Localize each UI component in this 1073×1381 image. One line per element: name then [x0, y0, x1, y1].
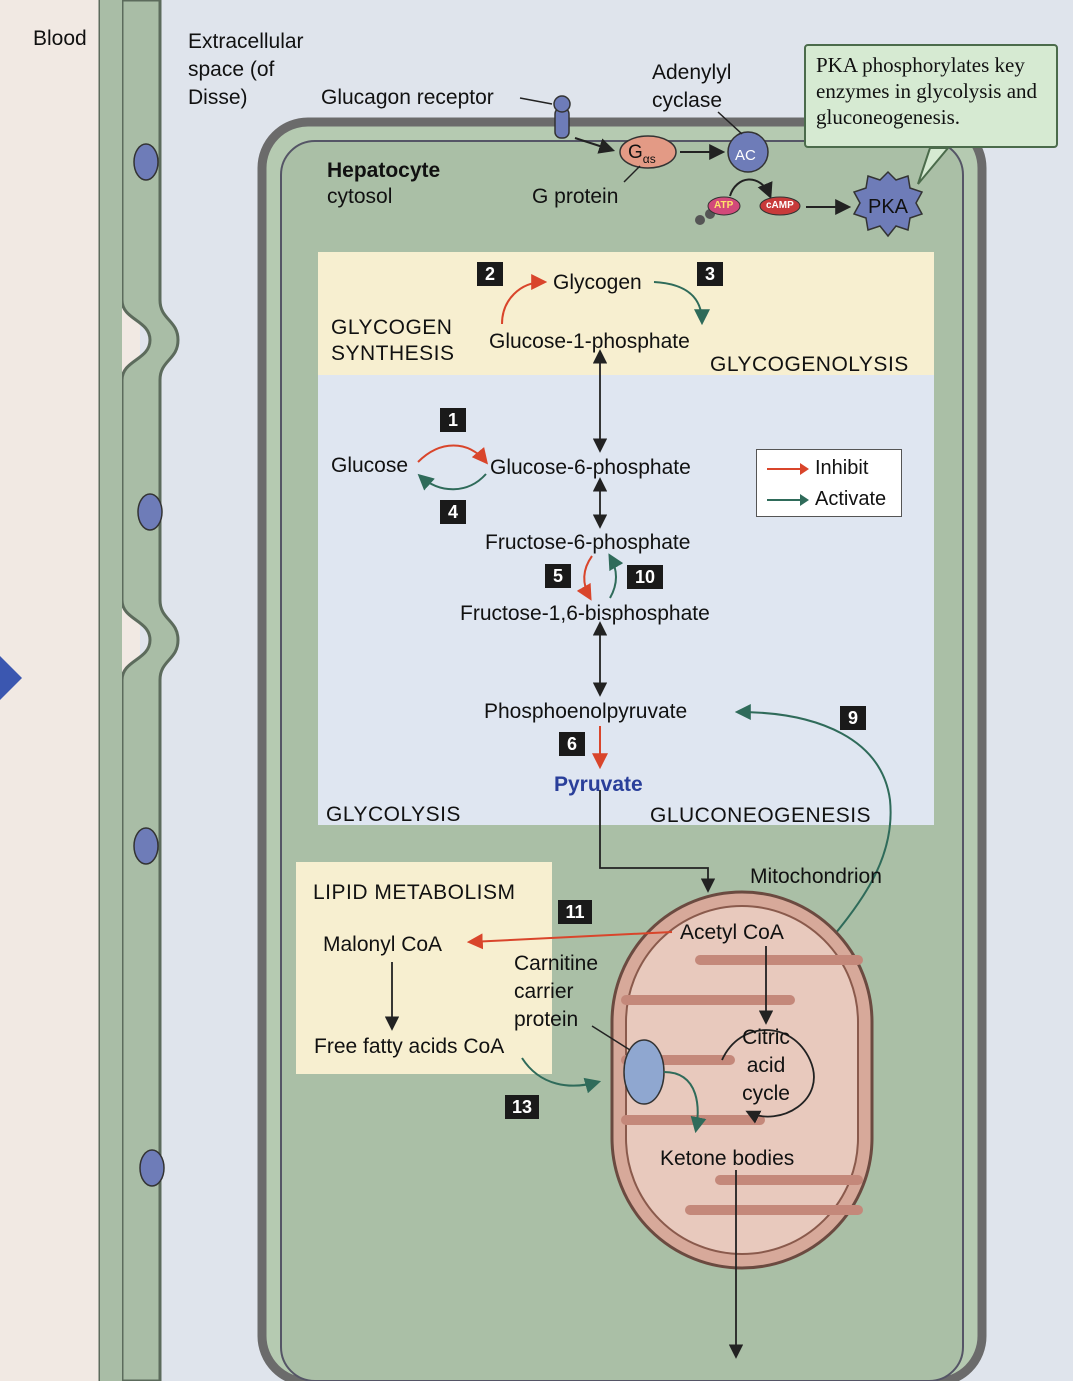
ketone-bodies-label: Ketone bodies — [660, 1146, 794, 1171]
gluconeogenesis-heading: GLUCONEOGENESIS — [650, 803, 871, 828]
pka-label: PKA — [868, 195, 908, 220]
step-11-badge: 11 — [558, 900, 592, 924]
glycogenolysis-heading: GLYCOGENOLYSIS — [710, 352, 909, 377]
legend-activate: Activate — [767, 486, 886, 512]
mitochondrion-label: Mitochondrion — [750, 864, 882, 889]
malonyl-coa-label: Malonyl CoA — [323, 932, 442, 957]
step-3-badge: 3 — [697, 262, 723, 286]
step-2-badge: 2 — [477, 262, 503, 286]
glucose-6-phosphate-label: Glucose-6-phosphate — [490, 455, 691, 480]
blood-label: Blood — [33, 26, 87, 51]
receptor-head — [554, 96, 570, 112]
step-10-badge: 10 — [627, 565, 663, 589]
nucleus — [138, 494, 162, 530]
carnitine-carrier-label: Carnitine carrier protein — [514, 950, 614, 1034]
inhibit-swatch — [767, 468, 807, 470]
phosphoenolpyruvate-label: Phosphoenolpyruvate — [484, 699, 687, 724]
free-fatty-acids-coa-label: Free fatty acids CoA — [314, 1034, 504, 1059]
legend: Inhibit Activate — [756, 449, 902, 517]
step-13-badge: 13 — [505, 1095, 539, 1119]
glycolysis-heading: GLYCOLYSIS — [326, 802, 461, 827]
glycogen-label: Glycogen — [553, 270, 642, 295]
fructose-1-6-bisphosphate-label: Fructose-1,6-bisphosphate — [460, 601, 710, 626]
camp-label: cAMP — [766, 199, 794, 213]
legend-inhibit-label: Inhibit — [815, 457, 868, 479]
atp-label: ATP — [714, 199, 733, 213]
citric-acid-cycle-label: Citric acid cycle — [734, 1024, 798, 1108]
lipid-metabolism-heading: LIPID METABOLISM — [313, 880, 516, 905]
ac-label: AC — [735, 143, 756, 168]
cytosol-label: cytosol — [327, 184, 392, 209]
acetyl-coa-label: Acetyl CoA — [680, 920, 784, 945]
nucleus — [134, 828, 158, 864]
g-protein-label: G protein — [532, 184, 618, 209]
pka-callout: PKA phosphorylates key enzymes in glycol… — [804, 44, 1058, 148]
glycolysis-panel — [318, 375, 934, 825]
glucagon-receptor-label: Glucagon receptor — [321, 85, 494, 110]
extracellular-label: Extracellular space (of Disse) — [188, 28, 328, 112]
legend-inhibit: Inhibit — [767, 455, 868, 481]
g-alpha-s-label: Gαs — [628, 140, 656, 172]
step-4-badge: 4 — [440, 500, 466, 524]
step-9-badge: 9 — [840, 706, 866, 730]
glucose-1-phosphate-label: Glucose-1-phosphate — [489, 329, 690, 354]
glycogen-synthesis-heading: GLYCOGEN SYNTHESIS — [331, 315, 481, 367]
fructose-6-phosphate-label: Fructose-6-phosphate — [485, 530, 690, 555]
glucose-label: Glucose — [331, 453, 408, 478]
adenylyl-cyclase-label: Adenylyl cyclase — [652, 59, 762, 115]
step-1-badge: 1 — [440, 408, 466, 432]
step-6-badge: 6 — [559, 732, 585, 756]
legend-activate-label: Activate — [815, 488, 886, 510]
pyruvate-label: Pyruvate — [554, 772, 643, 797]
nucleus — [140, 1150, 164, 1186]
hepatocyte-label: Hepatocyte — [327, 158, 440, 183]
step-5-badge: 5 — [545, 564, 571, 588]
sinusoid-inner-fill — [100, 0, 122, 1381]
activate-swatch — [767, 499, 807, 501]
nucleus — [134, 144, 158, 180]
